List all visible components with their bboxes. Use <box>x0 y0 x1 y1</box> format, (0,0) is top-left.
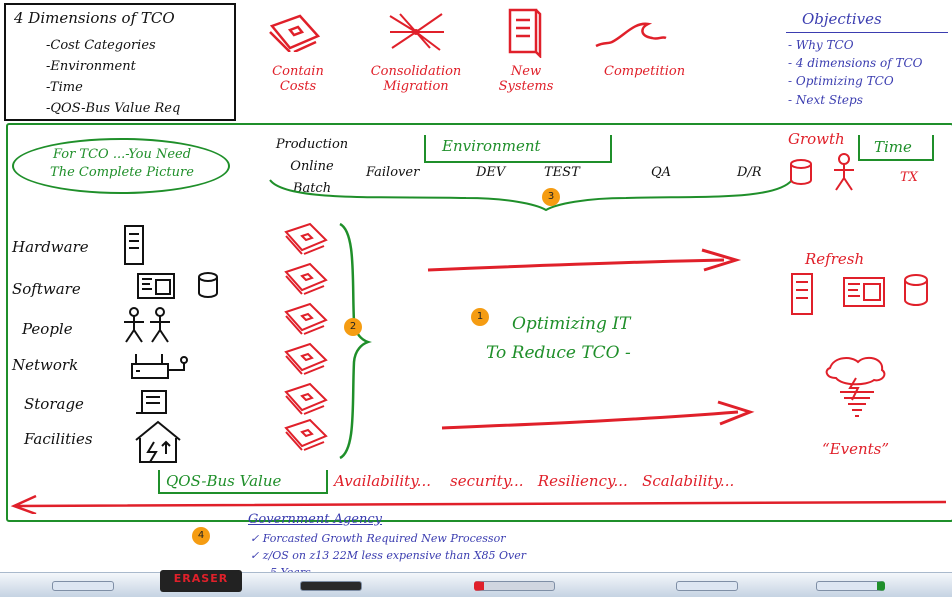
objective-item: - 4 dimensions of TCO <box>788 56 923 70</box>
qos-box <box>158 470 328 494</box>
government-line: ✓ z/OS on z13 22M less expensive than X8… <box>250 549 527 562</box>
driver-new-systems: New Systems <box>498 64 554 94</box>
complete-picture-oval <box>12 138 230 194</box>
badge-4: 4 <box>192 527 210 545</box>
dimension-item: -Cost Categories <box>46 38 156 53</box>
people-icon <box>124 307 170 343</box>
objective-item: - Optimizing TCO <box>788 74 894 88</box>
badge-1: 1 <box>471 308 489 326</box>
badge-3: 3 <box>542 188 560 206</box>
category-facilities: Facilities <box>24 430 93 448</box>
time-tx: TX <box>900 170 918 185</box>
category-hardware: Hardware <box>12 238 89 256</box>
category-people: People <box>22 320 73 338</box>
environment-title: Environment <box>442 137 541 155</box>
server-icon <box>508 8 542 58</box>
arrow-top <box>427 248 742 272</box>
wave-icon <box>595 22 667 48</box>
qos-items: Availability... security... Resiliency..… <box>334 472 735 490</box>
dimensions-box: 4 Dimensions of TCO -Cost Categories -En… <box>4 3 236 121</box>
env-qa: QA <box>651 165 672 180</box>
money-column <box>284 222 372 460</box>
category-storage: Storage <box>24 395 84 413</box>
env-dr: D/R <box>737 165 762 180</box>
time-box <box>858 135 934 161</box>
category-network: Network <box>12 356 79 374</box>
eraser-button[interactable]: ERASER <box>160 570 242 592</box>
objective-item: - Next Steps <box>788 93 863 107</box>
objective-item: - Why TCO <box>788 38 854 52</box>
government-title: Government Agency <box>248 512 382 527</box>
qos-title: QOS-Bus Value <box>166 472 282 490</box>
marker-red[interactable] <box>474 581 555 591</box>
environment-box <box>424 135 612 163</box>
main-frame <box>6 123 952 522</box>
eraser-label: ERASER <box>173 572 229 585</box>
center-line1: Optimizing IT <box>512 314 631 334</box>
env-dev: DEV <box>476 165 506 180</box>
category-software: Software <box>12 280 81 298</box>
person-icon <box>834 153 854 191</box>
events-label: “Events” <box>822 440 890 458</box>
tornado-icon <box>825 356 886 417</box>
software-icon <box>137 272 218 299</box>
refresh-label: Refresh <box>805 250 865 268</box>
env-test: TEST <box>544 165 580 180</box>
dimension-item: -Environment <box>46 59 136 74</box>
center-line2: To Reduce TCO - <box>486 343 631 363</box>
time-title: Time <box>874 138 912 156</box>
arrow-bottom <box>441 400 755 430</box>
government-line: ✓ Forcasted Growth Required New Processo… <box>250 532 506 545</box>
growth-label: Growth <box>788 130 845 148</box>
consolidation-icon <box>389 13 444 51</box>
dimension-item: -QOS-Bus Value Req <box>46 101 181 116</box>
arrow-long <box>10 494 947 514</box>
money-icon <box>269 14 321 52</box>
facilities-icon <box>135 420 181 463</box>
marker-black[interactable] <box>300 581 362 591</box>
driver-consolidation: Consolidation Migration <box>370 64 462 94</box>
dimensions-title: 4 Dimensions of TCO <box>14 9 175 27</box>
production-label: Production Online Batch <box>275 137 349 196</box>
database-icon <box>790 159 812 185</box>
marker-tray <box>0 572 952 597</box>
marker-green[interactable] <box>816 581 885 591</box>
dimension-item: -Time <box>46 80 83 95</box>
env-failover: Failover <box>366 165 420 180</box>
complete-picture-text: For TCO ...-You Need The Complete Pictur… <box>50 147 194 180</box>
driver-competition: Competition <box>604 64 686 79</box>
marker-gray[interactable] <box>676 581 738 591</box>
driver-contain-costs: Contain Costs <box>272 64 324 94</box>
badge-2: 2 <box>344 318 362 336</box>
network-icon <box>131 354 188 379</box>
hardware-icon <box>124 225 144 265</box>
marker-blue[interactable] <box>52 581 114 591</box>
objectives-underline <box>786 32 948 33</box>
refresh-icons <box>791 273 928 315</box>
objectives-title: Objectives <box>802 10 882 28</box>
environment-brace <box>269 179 793 212</box>
storage-icon <box>136 390 167 414</box>
